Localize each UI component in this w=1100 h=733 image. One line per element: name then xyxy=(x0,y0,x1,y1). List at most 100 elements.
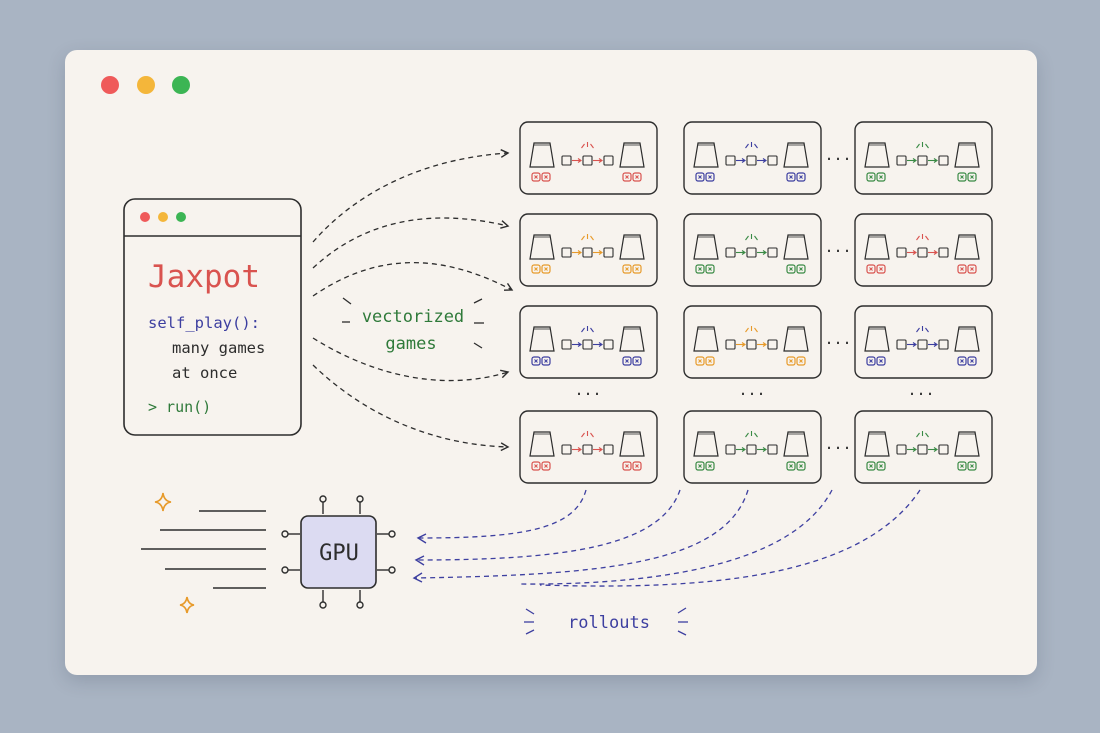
die-icon xyxy=(957,264,967,274)
game-card xyxy=(519,213,658,287)
die-pip xyxy=(708,175,712,179)
die-icon xyxy=(531,172,541,182)
die-icon xyxy=(632,461,642,471)
state-square xyxy=(938,444,949,455)
transition-arrowhead xyxy=(577,250,582,255)
die-icon xyxy=(531,461,541,471)
run-command[interactable]: > run() xyxy=(148,398,211,416)
die-pip xyxy=(544,464,548,468)
die-pip xyxy=(789,464,793,468)
state-square xyxy=(561,155,572,166)
die-pip xyxy=(879,359,883,363)
transition-arrowhead xyxy=(577,158,582,163)
activity-spark xyxy=(590,235,594,241)
state-square xyxy=(917,339,928,350)
vectorize-arrow-1 xyxy=(312,152,509,243)
transition-arrowhead xyxy=(577,342,582,347)
state-square xyxy=(725,444,736,455)
die-pip xyxy=(960,175,964,179)
rollout-arrow-1 xyxy=(418,489,587,539)
transition-arrowhead xyxy=(912,158,917,163)
panel-close-dot xyxy=(140,212,150,222)
state-square xyxy=(896,155,907,166)
state-square xyxy=(746,247,757,258)
die-pip xyxy=(544,175,548,179)
transition-arrowhead xyxy=(741,447,746,452)
state-square xyxy=(561,444,572,455)
die-pip xyxy=(708,359,712,363)
gpu-chip-body xyxy=(300,515,377,589)
die-icon xyxy=(967,461,977,471)
game-card xyxy=(683,410,822,484)
activity-spark xyxy=(745,235,749,241)
die-icon xyxy=(705,356,715,366)
die-pip xyxy=(970,359,974,363)
state-square xyxy=(938,247,949,258)
transition-arrowhead xyxy=(912,250,917,255)
app-title: Jaxpot xyxy=(148,259,260,295)
die-pip xyxy=(625,464,629,468)
die-icon xyxy=(695,264,705,274)
state-square xyxy=(767,339,778,350)
transition-arrowhead xyxy=(741,342,746,347)
state-square xyxy=(896,247,907,258)
die-pip xyxy=(625,359,629,363)
die-pip xyxy=(960,359,964,363)
state-square xyxy=(582,339,593,350)
rollout-arrows xyxy=(414,489,921,587)
arrowhead xyxy=(503,282,514,291)
die-icon xyxy=(622,461,632,471)
activity-spark xyxy=(754,143,758,149)
arrowhead xyxy=(500,442,510,452)
die-pip xyxy=(879,464,883,468)
game-card xyxy=(683,213,822,287)
die-icon xyxy=(632,356,642,366)
activity-spark xyxy=(745,143,749,149)
die-pip xyxy=(970,267,974,271)
state-square xyxy=(582,444,593,455)
vectorize-arrow-2 xyxy=(312,217,509,269)
transition-arrowhead xyxy=(741,250,746,255)
dice-cup-icon xyxy=(783,431,809,457)
game-card xyxy=(683,121,822,195)
activity-spark xyxy=(925,327,929,333)
vectorize-arrow-3 xyxy=(312,262,513,297)
state-square xyxy=(725,247,736,258)
state-square xyxy=(938,339,949,350)
state-square xyxy=(561,339,572,350)
die-icon xyxy=(957,356,967,366)
state-square xyxy=(767,247,778,258)
rollout-arrow-2 xyxy=(416,489,681,561)
transition-arrowhead xyxy=(598,158,603,163)
window-controls xyxy=(101,76,190,94)
die-icon xyxy=(866,356,876,366)
arrowhead xyxy=(500,149,510,158)
activity-spark xyxy=(916,235,920,241)
dice-cup-icon xyxy=(529,326,555,352)
state-square xyxy=(561,247,572,258)
sparkle-icon xyxy=(179,596,195,614)
state-square xyxy=(767,155,778,166)
window-close-button[interactable] xyxy=(101,76,119,94)
rollouts-accent-marks xyxy=(524,607,688,636)
die-icon xyxy=(622,356,632,366)
row-ellipsis: ··· xyxy=(824,439,851,457)
transition-arrowhead xyxy=(933,250,938,255)
die-pip xyxy=(534,359,538,363)
die-pip xyxy=(698,175,702,179)
window-zoom-button[interactable] xyxy=(172,76,190,94)
die-icon xyxy=(541,356,551,366)
die-pip xyxy=(869,175,873,179)
die-icon xyxy=(786,264,796,274)
die-icon xyxy=(876,172,886,182)
die-pip xyxy=(879,267,883,271)
die-icon xyxy=(786,172,796,182)
state-square xyxy=(582,247,593,258)
die-pip xyxy=(799,359,803,363)
activity-spark xyxy=(581,327,585,333)
state-square xyxy=(603,444,614,455)
die-icon xyxy=(876,461,886,471)
window-minimize-button[interactable] xyxy=(137,76,155,94)
activity-spark xyxy=(925,432,929,438)
speed-lines xyxy=(141,510,266,589)
